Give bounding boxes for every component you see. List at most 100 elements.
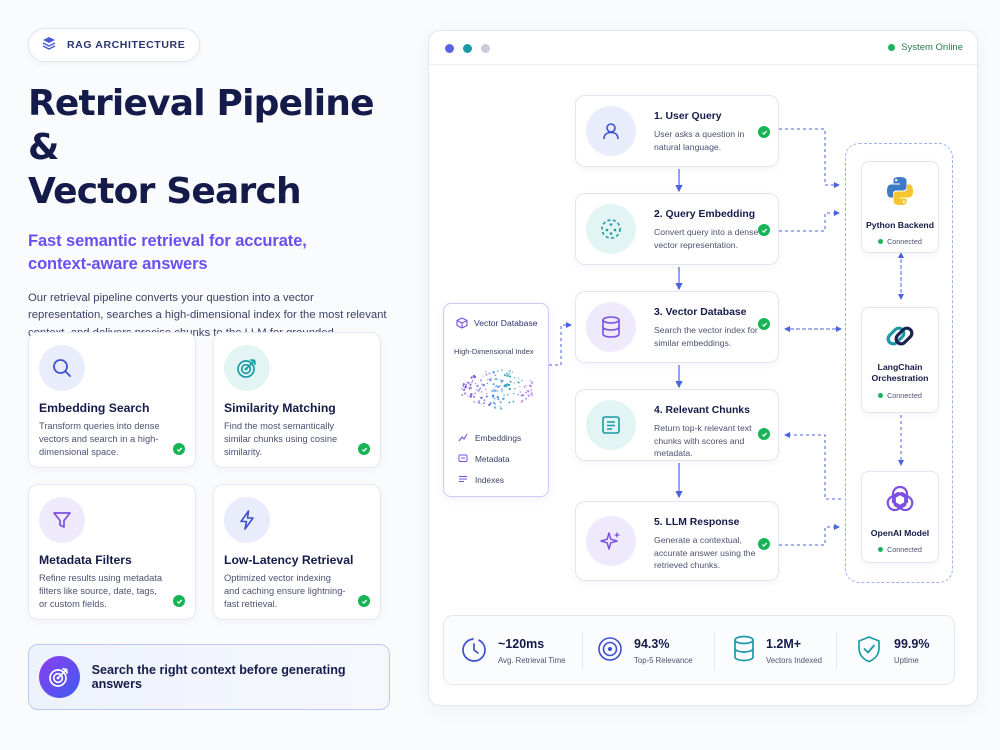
stat-value: ~120ms xyxy=(498,637,545,651)
embedding-point xyxy=(525,384,527,387)
embedding-point xyxy=(473,400,476,403)
embedding-point xyxy=(486,393,488,395)
vector-database-card: Vector Database High-Dimensional Index E… xyxy=(443,303,549,497)
window-titlebar: System Online xyxy=(429,31,979,65)
stat-value: 99.9% xyxy=(894,637,930,651)
stat-relevance: 94.3% Top-5 Relevance xyxy=(596,616,693,686)
step-description: User asks a question in natural language… xyxy=(654,129,745,152)
embedding-point xyxy=(474,382,477,385)
service-langchain: LangChain Orchestration Connected xyxy=(861,307,939,413)
embedding-point xyxy=(481,391,483,393)
list-icon xyxy=(458,474,468,486)
embedding-point xyxy=(491,395,495,399)
embedding-point xyxy=(494,389,497,392)
embedding-point xyxy=(505,373,508,375)
stat-label: Uptime xyxy=(894,656,919,665)
embedding-point xyxy=(499,406,501,408)
service-openai-model: OpenAI Model Connected xyxy=(861,471,939,563)
database-icon xyxy=(586,302,636,352)
embedding-point xyxy=(493,402,496,405)
embedding-point xyxy=(478,388,481,391)
lightning-icon xyxy=(224,497,270,543)
stat-vectors-indexed: 1.2M+ Vectors Indexed xyxy=(732,616,822,686)
check-icon xyxy=(173,595,185,607)
embedding-point xyxy=(525,397,527,400)
vector-database-item-label: Metadata xyxy=(475,454,510,464)
embedding-point xyxy=(508,372,511,375)
service-name: OpenAI Model xyxy=(870,528,930,538)
service-status: Connected xyxy=(862,237,938,246)
embedding-point xyxy=(502,397,505,401)
connector-lines xyxy=(549,128,904,546)
embedding-point xyxy=(461,393,464,396)
status-dot xyxy=(888,44,896,51)
service-python-backend: Python Backend Connected xyxy=(861,161,939,253)
services-group xyxy=(845,143,953,583)
vector-database-item-embeddings: Embeddings xyxy=(458,432,521,444)
pipeline-step-query-embedding: 2. Query Embedding Convert query into a … xyxy=(575,193,779,265)
embedding-point xyxy=(503,374,506,377)
embedding-point xyxy=(469,383,472,386)
embedding-point xyxy=(492,370,495,374)
openai-logo xyxy=(862,482,938,518)
embedding-point xyxy=(482,402,486,405)
embedding-point xyxy=(463,388,466,391)
system-status: System Online xyxy=(888,42,963,53)
pipeline-step-vector-database: 3. Vector Database Search the vector ind… xyxy=(575,291,779,363)
embedding-point xyxy=(529,384,532,388)
embedding-point xyxy=(501,369,503,372)
embedding-point xyxy=(470,381,473,384)
feature-description: Transform queries into dense vectors and… xyxy=(39,421,160,457)
embedding-point xyxy=(493,388,495,390)
layers-icon xyxy=(41,35,57,56)
pipeline-step-llm-response: 5. LLM Response Generate a contextual, a… xyxy=(575,501,779,581)
check-icon xyxy=(758,318,770,330)
embedding-point xyxy=(496,385,500,389)
embedding-point xyxy=(503,394,506,397)
embedding-point xyxy=(482,383,485,387)
embedding-point xyxy=(488,372,491,375)
chart-icon xyxy=(458,432,468,444)
check-icon xyxy=(173,443,185,455)
stat-divider xyxy=(582,632,583,670)
feature-description: Optimized vector indexing and caching en… xyxy=(224,573,346,609)
check-icon xyxy=(358,595,370,607)
embedding-point xyxy=(477,401,480,404)
tag-icon xyxy=(458,453,468,465)
window-dot xyxy=(463,44,472,53)
target-icon xyxy=(39,656,80,698)
langchain-logo xyxy=(862,318,938,352)
embedding-point xyxy=(469,395,472,398)
stat-label: Avg. Retrieval Time xyxy=(498,656,566,665)
step-description: Convert query into a dense vector repres… xyxy=(654,227,759,250)
embedding-point xyxy=(493,397,496,400)
embedding-point xyxy=(462,383,465,386)
status-dot xyxy=(878,547,884,553)
check-icon xyxy=(758,224,770,236)
embedding-point xyxy=(485,395,488,398)
embedding-point xyxy=(485,371,487,373)
check-icon xyxy=(758,126,770,138)
page-subtitle: Fast semantic retrieval for accurate, co… xyxy=(28,230,390,276)
embedding-point xyxy=(480,403,482,405)
embedding-point xyxy=(520,379,523,382)
embedding-point xyxy=(483,399,486,402)
embedding-point xyxy=(503,386,505,388)
embedding-point xyxy=(508,401,511,404)
database-icon xyxy=(732,635,756,668)
embedding-point xyxy=(525,391,527,394)
window-dot xyxy=(445,44,454,53)
embedding-point xyxy=(506,374,509,377)
embedding-point xyxy=(494,377,497,381)
embedding-point xyxy=(519,385,521,388)
embedding-point xyxy=(482,375,484,377)
embedding-point xyxy=(473,395,476,398)
vector-database-title: Vector Database xyxy=(474,318,538,328)
embedding-point xyxy=(501,391,503,393)
target-icon xyxy=(596,635,624,668)
embedding-point xyxy=(519,391,522,394)
callout-banner: Search the right context before generati… xyxy=(28,644,390,710)
stat-label: Top-5 Relevance xyxy=(634,656,693,665)
stat-value: 1.2M+ xyxy=(766,637,802,651)
embedding-point xyxy=(493,406,497,409)
